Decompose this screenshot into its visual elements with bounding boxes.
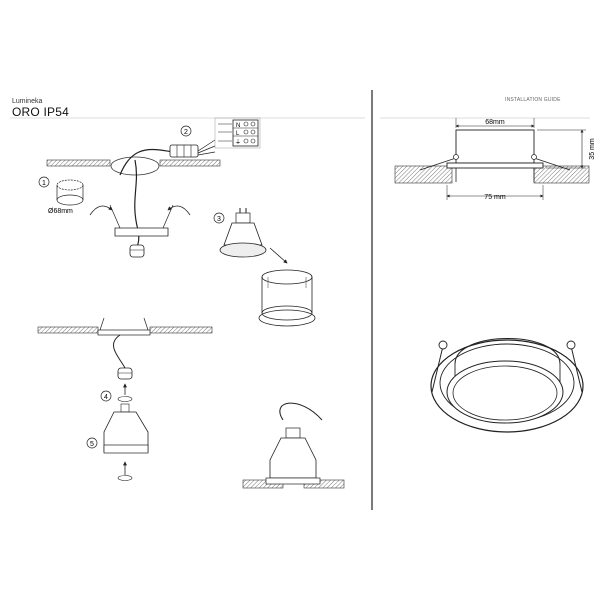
cutout-diameter-label: Ø68mm	[48, 208, 73, 215]
product-title: ORO IP54	[12, 105, 69, 119]
terminal-label-l: L	[236, 131, 240, 137]
terminal-label-n: N	[236, 123, 240, 129]
step-4-marker	[100, 390, 112, 402]
step-5-number: 5	[90, 441, 94, 448]
top-width-label: 68mm	[485, 119, 505, 126]
height-label: 35 mm	[589, 138, 596, 160]
step-3-number: 3	[217, 216, 221, 223]
installed-view	[242, 402, 345, 489]
gu10-bulb-icon	[235, 212, 251, 224]
housing-body	[455, 129, 535, 164]
step-1-number: 1	[42, 180, 46, 187]
step-2-number: 2	[184, 129, 188, 136]
step-5-marker	[86, 437, 98, 449]
step-4-number: 4	[104, 394, 108, 401]
bottom-width-label: 75 mm	[484, 194, 506, 201]
step-mount-insert: 4 5	[37, 317, 213, 481]
step-bulb-housing: 3	[213, 208, 316, 327]
dimension-drawing: 68mm 75 mm 35 mm	[394, 118, 596, 201]
step-3-marker	[213, 212, 225, 224]
frame-ring	[114, 227, 169, 237]
trim-ring	[446, 162, 544, 169]
brand-name: Lumineka	[12, 98, 43, 105]
rotate-arrow-icon	[89, 205, 113, 216]
step-2-marker	[180, 125, 192, 137]
terminal-label-earth: ⏚	[235, 139, 241, 146]
twist-lock-icon	[117, 396, 133, 402]
connector-socket	[129, 244, 145, 258]
product-3d-view	[430, 338, 584, 433]
step-ceiling-wiring: N L ⏚ 2 1 Ø68mm	[38, 117, 261, 258]
section-label: INSTALLATION GUIDE	[505, 97, 561, 103]
step-1-marker	[38, 176, 50, 188]
